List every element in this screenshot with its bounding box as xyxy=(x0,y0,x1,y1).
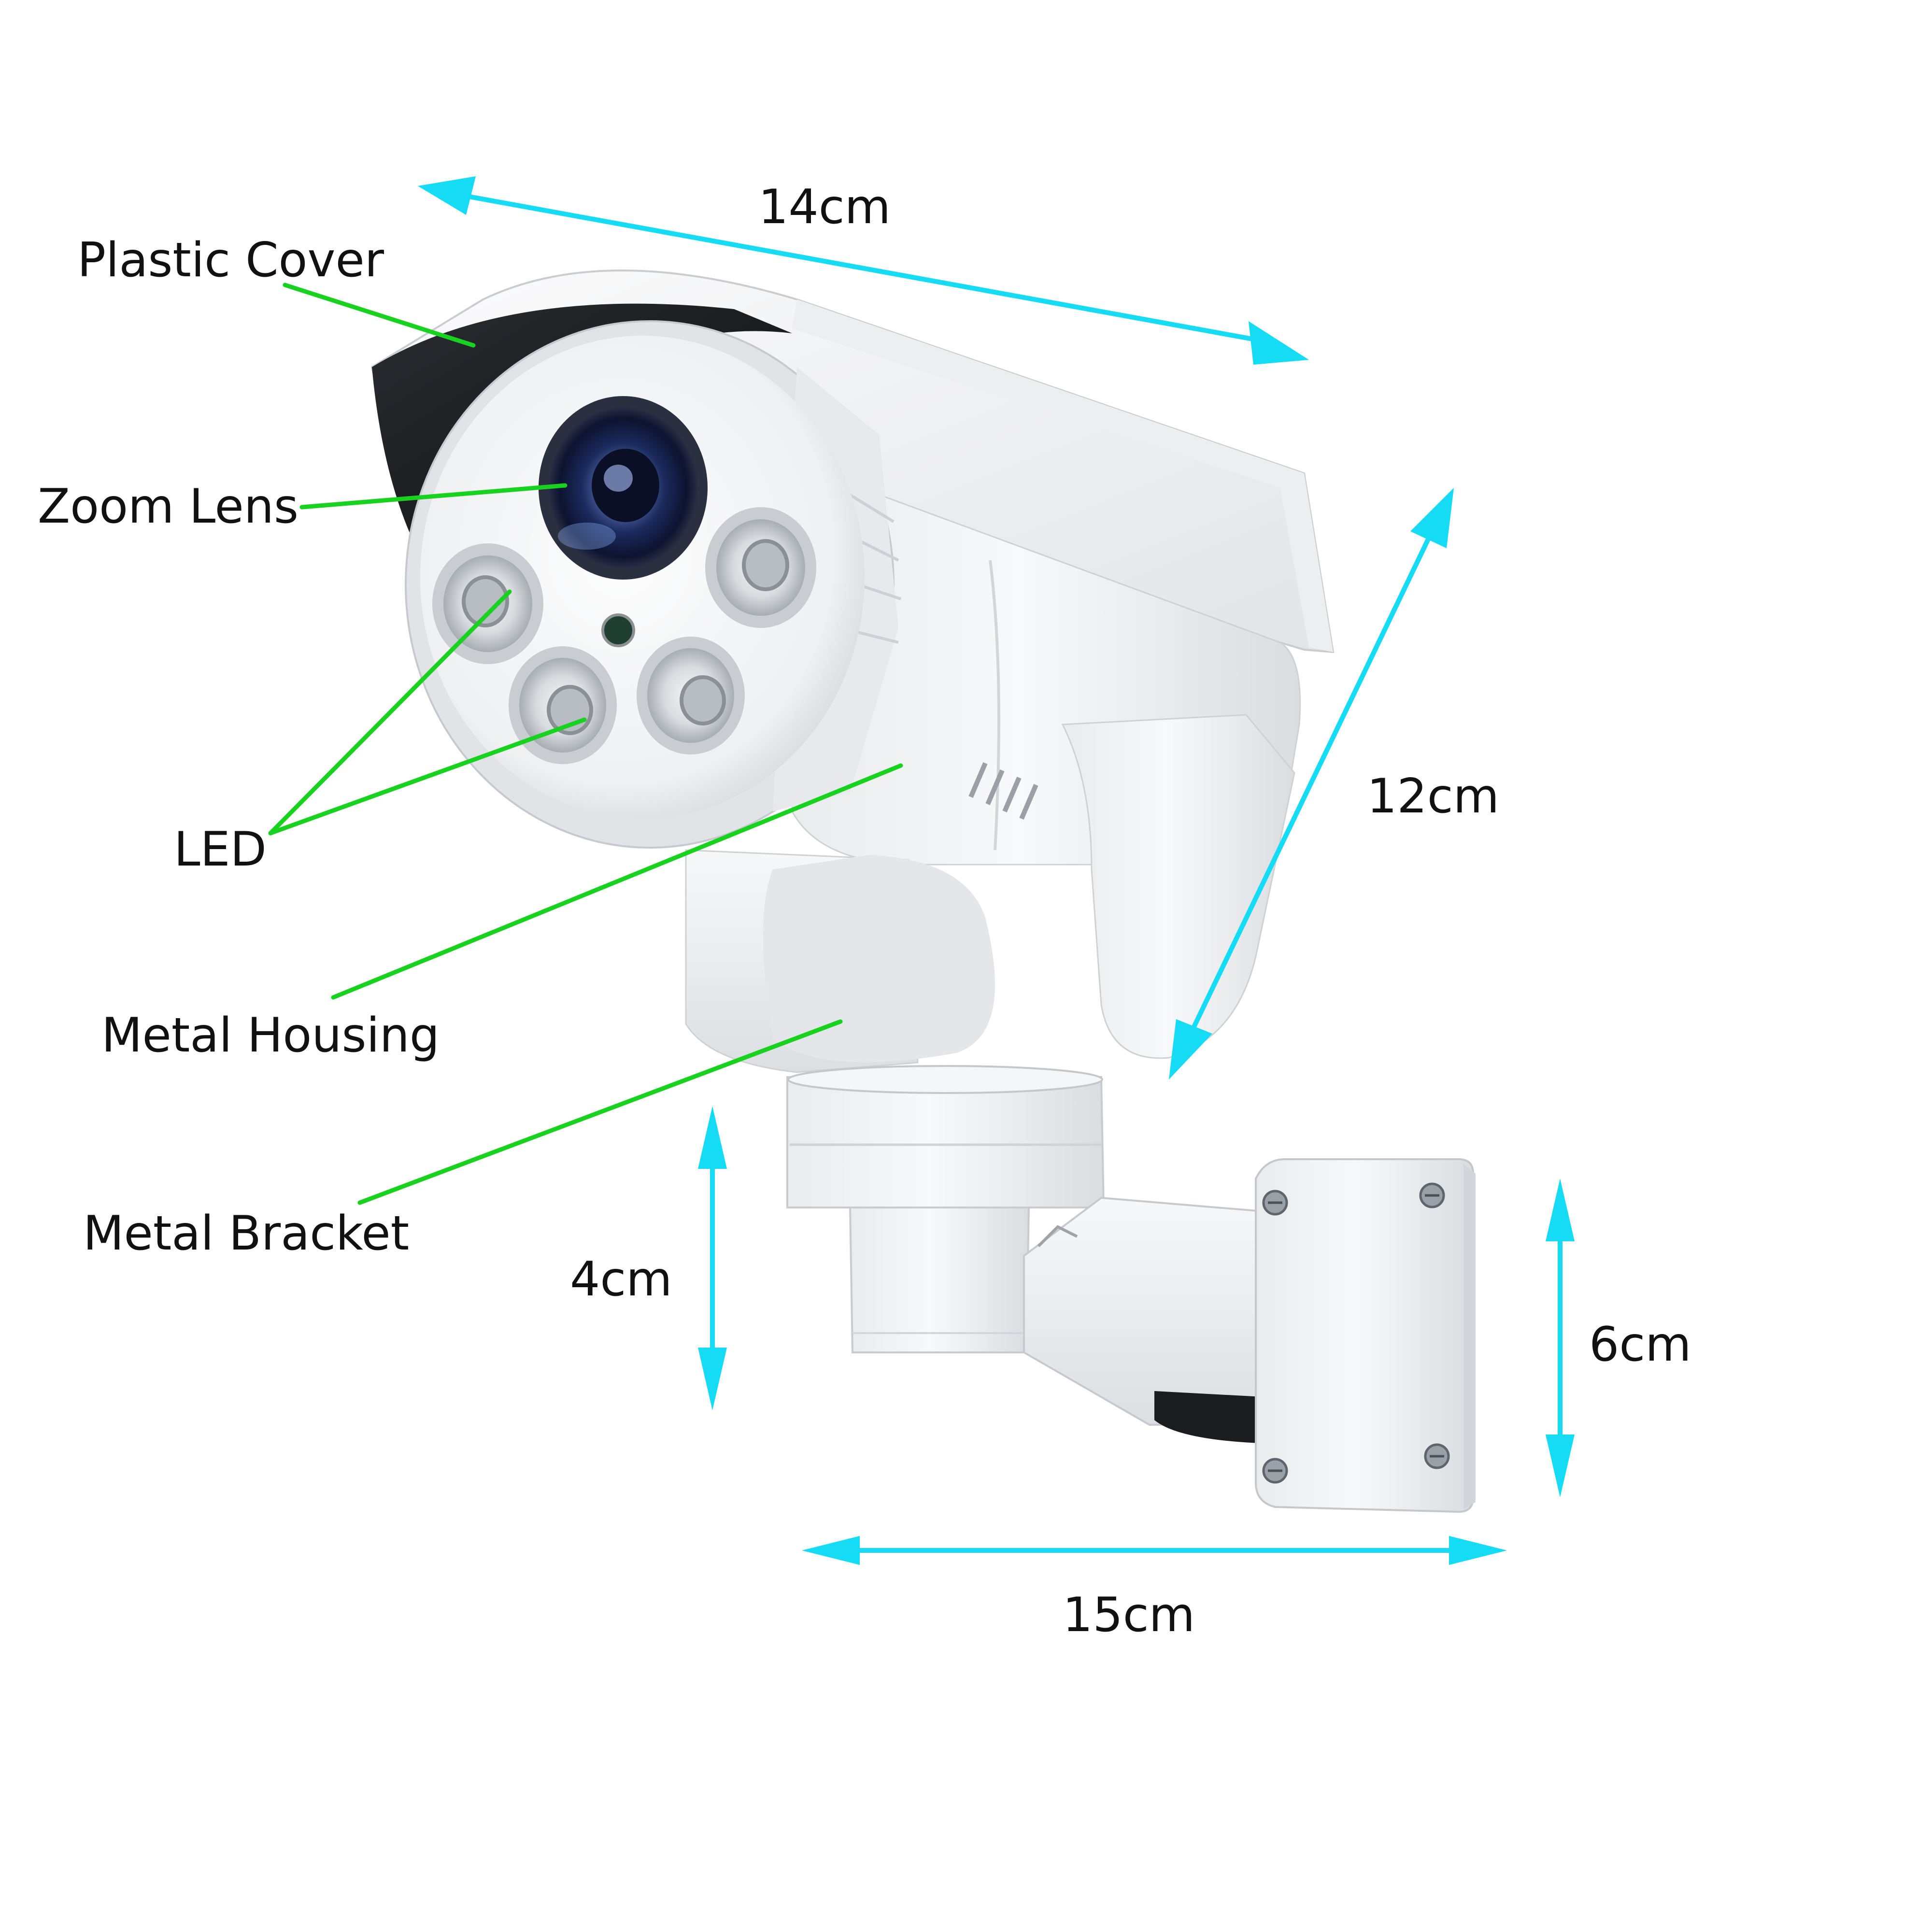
pan-base xyxy=(786,1065,1105,1353)
vent-slots xyxy=(968,762,1038,820)
led-bottom-left xyxy=(509,646,617,764)
leader-zoom-lens xyxy=(299,483,568,510)
dimension-arrows xyxy=(418,176,1575,1565)
light-sensor xyxy=(601,613,635,647)
screw-icon xyxy=(1419,1182,1445,1208)
leader-metal-bracket xyxy=(357,1019,843,1205)
led-top-right xyxy=(705,507,816,628)
wall-plate xyxy=(1255,1158,1476,1513)
tilt-yoke xyxy=(685,714,1295,1073)
leader-metal-housing xyxy=(331,763,903,1000)
label-metal-housing: Metal Housing xyxy=(101,1008,440,1063)
leader-led-1 xyxy=(268,589,512,836)
screw-icon xyxy=(1262,1458,1288,1484)
zoom-lens xyxy=(539,396,708,580)
led-bottom-right xyxy=(637,637,745,754)
dimension-mount-height: 4cm xyxy=(570,1252,672,1307)
led-top-left xyxy=(432,543,543,664)
screw-icon xyxy=(1262,1190,1288,1216)
dimension-camera-height: 12cm xyxy=(1367,769,1500,824)
double-arrow-icon xyxy=(1169,488,1454,1080)
label-led: LED xyxy=(174,822,267,877)
dimension-arm-length: 15cm xyxy=(1063,1588,1195,1643)
leader-lines xyxy=(268,283,903,1205)
dimension-camera-length: 14cm xyxy=(758,180,891,235)
label-zoom-lens: Zoom Lens xyxy=(38,479,299,534)
label-plastic-cover: Plastic Cover xyxy=(77,233,384,288)
double-arrow-icon xyxy=(698,1106,727,1410)
double-arrow-icon xyxy=(802,1536,1507,1565)
leader-plastic-cover xyxy=(283,283,476,348)
double-arrow-icon xyxy=(418,176,1309,365)
led-array xyxy=(432,507,816,764)
leader-led-2 xyxy=(268,717,587,836)
screw-icon xyxy=(1424,1443,1450,1469)
label-metal-bracket: Metal Bracket xyxy=(83,1206,410,1261)
dimension-plate-height: 6cm xyxy=(1589,1317,1691,1372)
double-arrow-icon xyxy=(1546,1179,1575,1497)
